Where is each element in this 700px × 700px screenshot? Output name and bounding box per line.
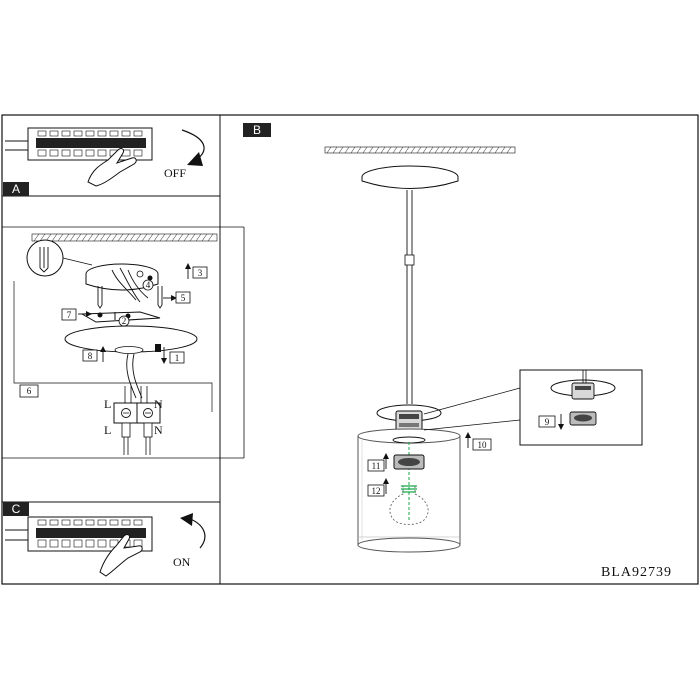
section-b-panel: B 11 [243,123,672,580]
supply-wires [111,267,149,303]
terminal-top-l-label: L [104,397,111,411]
section-a-panel: A OFF [2,127,220,197]
step-4-label: 4 [146,280,151,290]
breaker-block-off [27,127,153,161]
step-10-label: 10 [478,440,488,450]
step-6-label: 6 [27,386,32,396]
off-label: OFF [164,166,186,180]
section-c-panel: C ON [2,501,220,577]
section-b-badge-label: B [253,123,261,137]
step-9-label: 9 [545,417,550,427]
ceiling-mount-panel: 4 3 5 7 2 8 1 [2,226,245,459]
step-1-label: 1 [175,353,180,363]
model-code: BLA92739 [601,565,672,580]
terminal-bottom-n-label: N [154,423,163,437]
hand-icon [99,534,143,577]
screw-right-icon [157,286,163,309]
ceiling-hatch [31,233,218,242]
terminal-bottom-l-label: L [104,423,111,437]
section-a-badge [3,182,29,196]
section-c-badge [3,502,29,516]
cable-grip [404,254,415,266]
step-7-label: 7 [67,310,72,320]
terminal-block [113,386,161,455]
step-11-label: 11 [372,461,381,471]
ceiling-line [324,146,516,154]
step-2-label: 2 [122,316,127,326]
step-3-label: 3 [198,268,203,278]
on-label: ON [173,555,191,569]
breaker-block-on [27,516,153,552]
outer-frame [1,114,699,585]
light-bulb-icon [389,485,429,525]
section-b-badge [243,123,271,137]
step-12-label: 12 [372,486,381,496]
step-8-label: 8 [88,351,93,361]
glass-shade [357,428,461,553]
hand-icon [87,148,137,187]
pendant-cable [126,353,143,399]
curved-arrow-down-icon [181,129,205,161]
step-5-label: 5 [181,293,186,303]
screw-left-icon [97,286,103,309]
section-a-badge-label: A [12,182,20,196]
terminal-top-n-label: N [154,397,163,411]
section-c-badge-label: C [12,502,21,516]
